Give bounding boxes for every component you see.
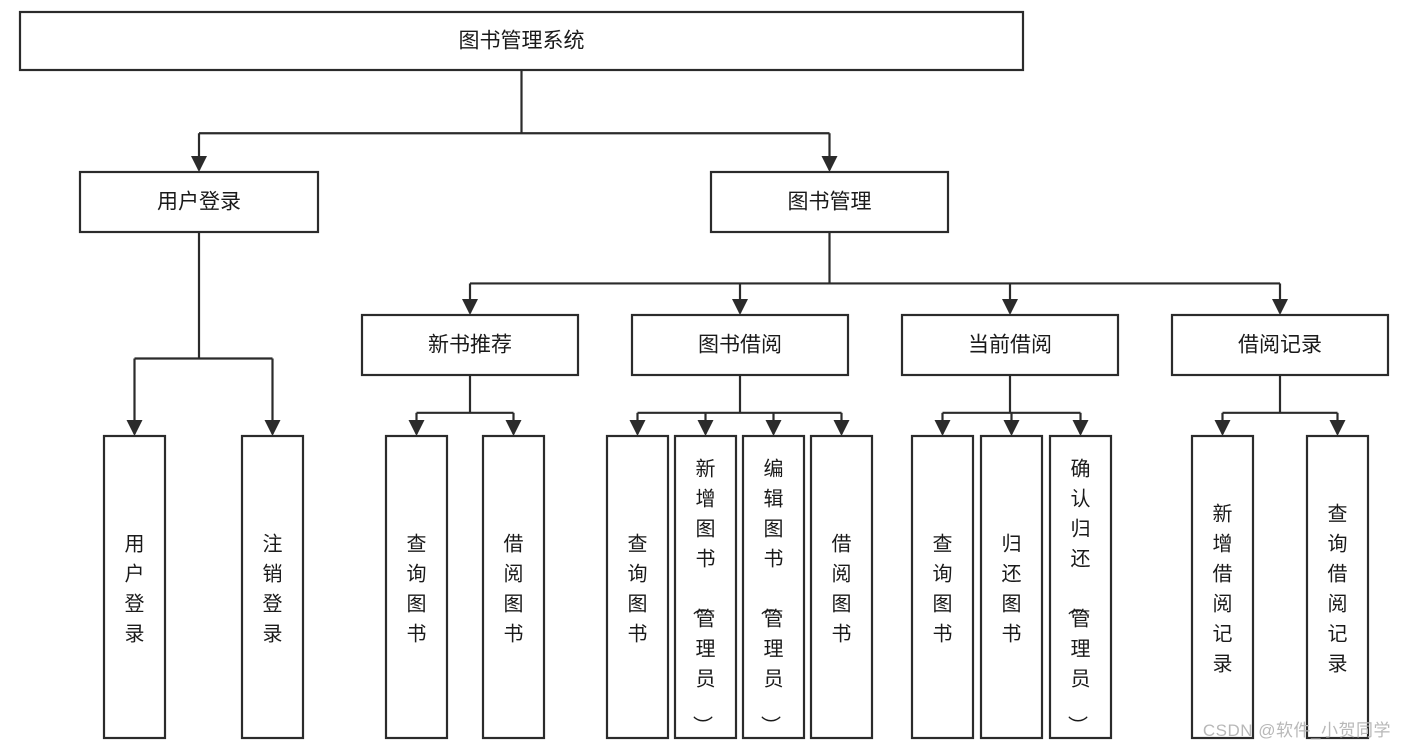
node-leaf-query-book-rec[interactable]: 查询图书 (384, 434, 449, 740)
arrowhead-e-ul-leaf1 (126, 420, 143, 436)
arrowhead-e-bb-leaf1 (629, 420, 646, 436)
node-label-leaf-query-record: 查询借阅记录 (1328, 502, 1348, 675)
node-box-leaf-logout (240, 434, 305, 740)
node-label-user-login: 用户登录 (157, 191, 241, 214)
node-label-leaf-query-book-cur: 查询图书 (933, 532, 953, 645)
node-leaf-logout[interactable]: 注销登录 (240, 434, 305, 740)
node-leaf-edit-book[interactable]: 编辑图书（管理员） (741, 434, 806, 740)
node-label-leaf-add-book: 新增图书（管理员） (691, 457, 716, 735)
arrowhead-e-br-leaf2 (1329, 420, 1346, 436)
arrowhead-e-root-book-manage (821, 156, 838, 172)
node-label-leaf-confirm-return: 确认归还（管理员） (1066, 457, 1091, 735)
node-box-new-book-recommend (360, 313, 580, 377)
node-label-leaf-borrow-book: 借阅图书 (832, 532, 852, 645)
node-label-borrow-record: 借阅记录 (1238, 334, 1322, 357)
node-box-leaf-confirm-return (1048, 434, 1113, 740)
node-box-leaf-return-book (979, 434, 1044, 740)
arrowhead-e-cb-leaf3 (1072, 420, 1089, 436)
node-leaf-add-record[interactable]: 新增借阅记录 (1190, 434, 1255, 740)
node-borrow-record[interactable]: 借阅记录 (1170, 313, 1390, 377)
arrowhead-e-bm-current-borrow (1002, 299, 1018, 315)
node-label-leaf-borrow-book-rec: 借阅图书 (504, 532, 524, 645)
arrowhead-e-br-leaf1 (1214, 420, 1231, 436)
arrowhead-e-bm-book-borrow (732, 299, 748, 315)
node-root[interactable]: 图书管理系统 (18, 10, 1025, 72)
edges-layer (126, 70, 1346, 436)
edge-group-from-book-borrow (629, 375, 850, 436)
edge-group-from-user-login (126, 232, 281, 436)
node-label-book-borrow: 图书借阅 (698, 334, 782, 357)
node-label-leaf-edit-book: 编辑图书（管理员） (759, 457, 784, 735)
node-box-book-borrow (630, 313, 850, 377)
node-box-leaf-query-record (1305, 434, 1370, 740)
node-book-manage[interactable]: 图书管理 (709, 170, 950, 234)
arrowhead-e-nb-leaf1 (408, 420, 425, 436)
node-label-leaf-return-book: 归还图书 (1002, 532, 1022, 645)
node-box-current-borrow (900, 313, 1120, 377)
node-label-root: 图书管理系统 (459, 30, 585, 53)
arrowhead-e-cb-leaf1 (934, 420, 951, 436)
node-leaf-query-book-cur[interactable]: 查询图书 (910, 434, 975, 740)
node-box-leaf-borrow-book (809, 434, 874, 740)
node-box-book-manage (709, 170, 950, 234)
node-leaf-borrow-book[interactable]: 借阅图书 (809, 434, 874, 740)
node-new-book-recommend[interactable]: 新书推荐 (360, 313, 580, 377)
node-box-borrow-record (1170, 313, 1390, 377)
node-label-leaf-add-record: 新增借阅记录 (1213, 502, 1233, 675)
node-leaf-query-record[interactable]: 查询借阅记录 (1305, 434, 1370, 740)
node-label-leaf-query-book-rec: 查询图书 (407, 532, 427, 645)
node-label-book-manage: 图书管理 (788, 191, 872, 214)
node-label-new-book-recommend: 新书推荐 (428, 334, 512, 357)
arrowhead-e-bm-borrow-record (1272, 299, 1288, 315)
node-label-leaf-logout: 注销登录 (263, 532, 283, 645)
node-box-leaf-borrow-book-rec (481, 434, 546, 740)
edge-group-from-borrow-record (1214, 375, 1346, 436)
arrowhead-e-bb-leaf4 (833, 420, 850, 436)
nodes-layer: 图书管理系统用户登录图书管理新书推荐图书借阅当前借阅借阅记录用户登录注销登录查询… (18, 10, 1390, 740)
arrowhead-e-bb-leaf3 (765, 420, 782, 436)
edge-group-from-new-book-recommend (408, 375, 522, 436)
node-label-leaf-query-book-borrow: 查询图书 (628, 532, 648, 645)
arrowhead-e-ul-leaf2 (264, 420, 281, 436)
node-book-borrow[interactable]: 图书借阅 (630, 313, 850, 377)
edge-group-from-current-borrow (934, 375, 1089, 436)
node-box-user-login (78, 170, 320, 234)
arrowhead-e-bb-leaf2 (697, 420, 714, 436)
node-leaf-user-login[interactable]: 用户登录 (102, 434, 167, 740)
node-box-root (18, 10, 1025, 72)
edge-group-from-book-manage (462, 232, 1288, 315)
node-box-leaf-query-book-rec (384, 434, 449, 740)
node-box-leaf-query-book-borrow (605, 434, 670, 740)
node-leaf-borrow-book-rec[interactable]: 借阅图书 (481, 434, 546, 740)
node-leaf-return-book[interactable]: 归还图书 (979, 434, 1044, 740)
node-leaf-add-book[interactable]: 新增图书（管理员） (673, 434, 738, 740)
node-leaf-query-book-borrow[interactable]: 查询图书 (605, 434, 670, 740)
node-user-login[interactable]: 用户登录 (78, 170, 320, 234)
node-current-borrow[interactable]: 当前借阅 (900, 313, 1120, 377)
node-box-leaf-edit-book (741, 434, 806, 740)
node-box-leaf-add-book (673, 434, 738, 740)
node-label-current-borrow: 当前借阅 (968, 334, 1052, 357)
node-leaf-confirm-return[interactable]: 确认归还（管理员） (1048, 434, 1113, 740)
arrowhead-e-cb-leaf2 (1003, 420, 1020, 436)
arrowhead-e-nb-leaf2 (505, 420, 522, 436)
node-box-leaf-add-record (1190, 434, 1255, 740)
node-box-leaf-query-book-cur (910, 434, 975, 740)
edge-group-from-root (191, 70, 838, 172)
node-label-leaf-user-login: 用户登录 (125, 533, 145, 645)
node-box-leaf-user-login (102, 434, 167, 740)
arrowhead-e-bm-new-book (462, 299, 478, 315)
arrowhead-e-root-user-login (191, 156, 207, 172)
